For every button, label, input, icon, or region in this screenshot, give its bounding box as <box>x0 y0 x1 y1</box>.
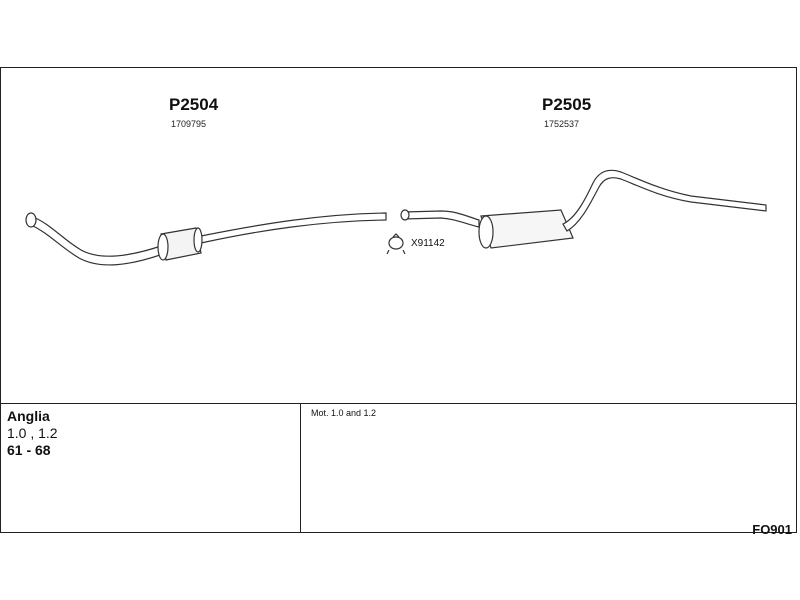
vehicle-years: 61 - 68 <box>7 442 51 458</box>
front-silencer-end-rear <box>193 227 203 253</box>
ref-number-1752537: 1752537 <box>544 119 580 129</box>
drawing-code: FO901 <box>752 522 792 537</box>
front-pipe-inlet <box>25 212 37 228</box>
vehicle-model: Anglia <box>7 408 50 424</box>
vehicle-cell: Anglia 1.0 , 1.2 61 - 68 <box>1 404 301 533</box>
rear-section-p2505 <box>400 169 767 249</box>
notes-cell: Mot. 1.0 and 1.2 FO901 <box>301 404 796 541</box>
front-pipe-p2504 <box>25 212 387 266</box>
part-number-p2504: P2504 <box>169 95 219 114</box>
front-pipe-body <box>28 212 387 266</box>
vehicle-info-row: Anglia 1.0 , 1.2 61 - 68 Mot. 1.0 and 1.… <box>1 403 796 537</box>
diagram-area: P2504 1709795 P2505 1752537 X91142 <box>1 68 796 403</box>
ref-number-1709795: 1709795 <box>171 119 207 129</box>
clamp-label: X91142 <box>411 238 445 249</box>
rear-silencer <box>480 209 574 249</box>
front-silencer-end <box>157 233 169 261</box>
rear-tail-pipe <box>562 169 767 232</box>
vehicle-engines: 1.0 , 1.2 <box>7 425 58 441</box>
part-number-p2505: P2505 <box>542 95 592 114</box>
exhaust-diagram-sheet: P2504 1709795 P2505 1752537 X91142 Angli… <box>0 67 797 537</box>
rear-inlet-pipe <box>402 210 480 228</box>
rear-inlet-end <box>400 209 410 221</box>
exhaust-system-drawing <box>25 169 767 266</box>
rear-silencer-front-face <box>478 215 494 249</box>
pipe-clamp-icon <box>386 233 406 255</box>
engine-notes: Mot. 1.0 and 1.2 <box>311 408 377 418</box>
